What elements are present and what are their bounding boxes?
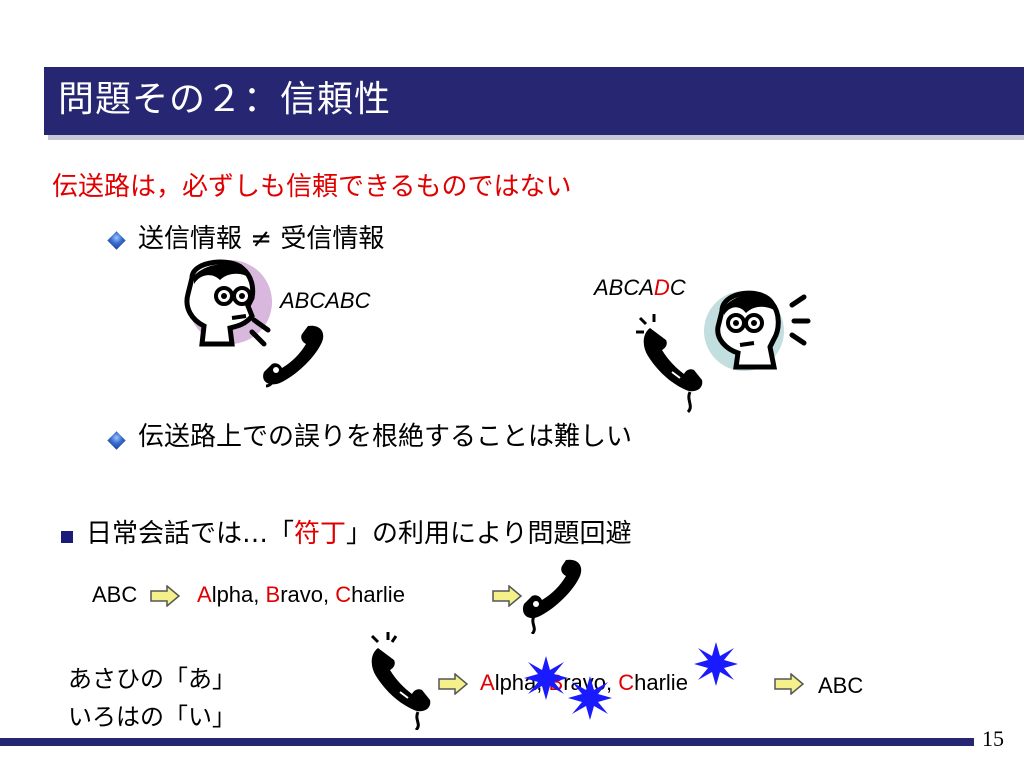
telephone-handset-icon [263, 325, 324, 388]
word-initial: C [618, 670, 635, 695]
arrow-right-icon [774, 673, 804, 695]
word-rest: harlie [634, 670, 688, 695]
speaker-person-icon [184, 259, 272, 347]
sent-info-label: 送信情報 [138, 224, 243, 254]
statement-highlight: 符丁 [294, 519, 347, 549]
word-rest: ravo, [280, 582, 336, 607]
word-rest: lpha, [494, 670, 549, 695]
arrow-right-icon [150, 585, 180, 607]
title-bar: 問題その２：信頼性 [44, 67, 1024, 135]
square-bullet-icon [61, 531, 73, 543]
diamond-bullet-icon [107, 231, 126, 250]
received-sequence: ABCADC [594, 275, 686, 301]
page-number: 15 [982, 726, 1004, 751]
word-rest: harlie [351, 582, 405, 607]
bullet-sent-vs-received: 送信情報 ≠ 受信情報 [138, 222, 384, 256]
word-initial: A [480, 670, 495, 695]
word-initial: C [335, 582, 352, 607]
noise-burst-icon [524, 656, 568, 700]
ringing-telephone-icon [636, 314, 703, 414]
red-heading: 伝送路は，必ずしも信頼できるものではない [52, 172, 572, 202]
arrow-right-icon [438, 673, 468, 695]
ringing-telephone-icon [370, 632, 431, 730]
word-initial: B [265, 582, 281, 607]
listener-person-icon [704, 290, 811, 371]
diamond-bullet-icon [107, 431, 126, 450]
footer-rule [0, 738, 974, 746]
telephone-handset-icon [522, 559, 582, 634]
code-word-statement: 日常会話では…「符丁」の利用により問題回避 [86, 517, 632, 551]
received-error-char: D [653, 275, 670, 300]
statement-after: 」の利用により問題回避 [346, 519, 632, 549]
noise-burst-icon [568, 676, 612, 720]
received-suffix: C [669, 275, 686, 300]
bullet-error-difficulty: 伝送路上での誤りを根絶することは難しい [138, 422, 633, 452]
noise-burst-icon [694, 642, 738, 686]
not-equal-sign: ≠ [250, 224, 273, 254]
decode-phonetic-words: Alpha, Bravo, Charlie [480, 668, 688, 698]
arrow-right-icon [492, 585, 522, 607]
example-line-1: あさひの「あ」 [68, 665, 236, 693]
example-line-2: いろはの「い」 [68, 703, 236, 731]
word-initial: A [197, 582, 212, 607]
encode-phonetic-words: Alpha, Bravo, Charlie [197, 580, 405, 610]
encode-input: ABC [92, 582, 138, 607]
slide-title: 問題その２：信頼性 [58, 79, 392, 120]
received-prefix: ABCA [594, 275, 654, 300]
decode-output: ABC [818, 673, 864, 698]
received-info-label: 受信情報 [280, 224, 385, 254]
word-rest: lpha, [211, 582, 266, 607]
sent-sequence: ABCABC [280, 288, 371, 313]
statement-before: 日常会話では…「 [86, 519, 295, 549]
